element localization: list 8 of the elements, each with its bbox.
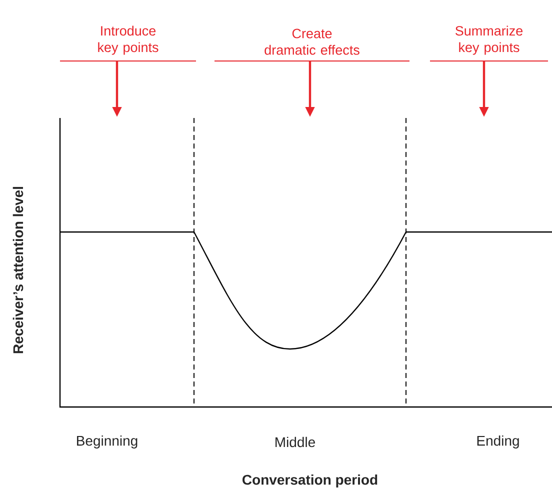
period-label: Middle: [276, 436, 315, 448]
period-label: Ending: [477, 435, 519, 449]
axis-label: Conversation period: [242, 474, 378, 488]
heading-box: Introduce key points: [60, 26, 196, 62]
period-label: Beginning: [77, 435, 138, 449]
axis-label: Receiver’s attention level: [12, 186, 24, 354]
heading-box: Summarize key points: [430, 26, 548, 62]
heading-box: Create dramatic effects: [214, 28, 410, 62]
